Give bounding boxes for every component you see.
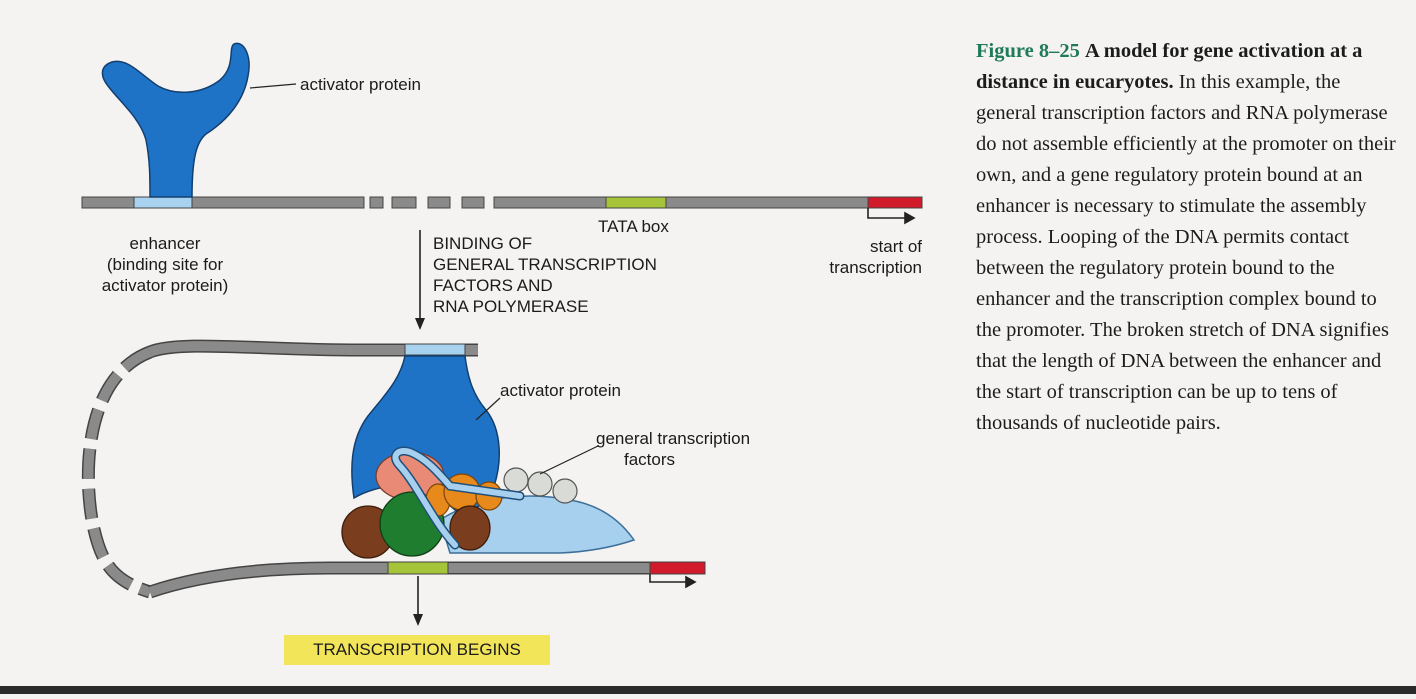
- label-tata-box: TATA box: [598, 217, 669, 236]
- tata-box-top: [605, 196, 667, 209]
- label-general-transcription-factors: general transcription factors: [596, 428, 750, 470]
- binding-line-3: FACTORS AND: [433, 276, 553, 295]
- diagram-canvas: [81, 42, 923, 626]
- label-binding-step: BINDING OF GENERAL TRANSCRIPTION FACTORS…: [433, 233, 657, 317]
- caption-body: In this example, the general transcripti…: [976, 71, 1396, 434]
- factor-brown-right: [449, 505, 491, 551]
- general-transcription-factors: [341, 446, 578, 559]
- start-line-1: start of: [870, 237, 922, 256]
- caption-title: A model for gene activation at a distanc…: [976, 40, 1363, 93]
- start-arrow-bottom: [649, 574, 697, 589]
- gene-activation-diagram: activator protein TATA box enhancer (bin…: [81, 42, 923, 665]
- label-activator-bottom: activator protein: [500, 381, 621, 400]
- transcription-begins-arrow: [413, 576, 423, 626]
- bottom-edge-bar: [0, 686, 1416, 694]
- tata-box-bottom: [387, 561, 449, 575]
- factor-gray-2: [527, 471, 553, 497]
- looped-dna-lower: [147, 561, 705, 599]
- binding-line-1: BINDING OF: [433, 234, 533, 253]
- factor-gray-3: [552, 478, 578, 504]
- figure-caption: Figure 8–25 A model for gene activation …: [976, 36, 1401, 439]
- gtf-leader: [539, 445, 599, 475]
- activator-bottom-leader: [475, 397, 501, 421]
- start-arrow-top: [867, 208, 916, 225]
- dna-loop-broken: [81, 345, 153, 599]
- label-enhancer: enhancer (binding site for activator pro…: [82, 233, 248, 296]
- looped-dna-upper: [147, 339, 478, 359]
- start-line-2: transcription: [829, 258, 922, 277]
- enhancer-line-2: (binding site for: [106, 255, 224, 274]
- label-start-of-transcription: start of transcription: [790, 236, 922, 278]
- transcription-begins-label: TRANSCRIPTION BEGINS: [313, 640, 521, 659]
- label-activator-top: activator protein: [300, 75, 421, 94]
- enhancer-line-3: activator protein): [101, 276, 229, 295]
- gtf-line-1: general transcription: [596, 429, 751, 448]
- binding-arrow: [415, 230, 425, 330]
- transcription-begins-box: TRANSCRIPTION BEGINS: [284, 635, 550, 665]
- caption-figure-number: Figure 8–25: [976, 40, 1080, 62]
- activator-protein-top: [101, 42, 250, 198]
- enhancer-site-bound: [404, 343, 466, 356]
- enhancer-site: [133, 196, 193, 209]
- factor-gray-1: [503, 467, 529, 493]
- binding-line-4: RNA POLYMERASE: [433, 297, 589, 316]
- start-site-top: [867, 196, 923, 209]
- gtf-line-2: factors: [624, 450, 676, 469]
- enhancer-line-1: enhancer: [129, 234, 201, 253]
- binding-line-2: GENERAL TRANSCRIPTION: [433, 255, 657, 274]
- top-dna-strand: [81, 196, 923, 209]
- start-site-bottom: [649, 561, 706, 575]
- activator-top-leader: [249, 83, 297, 89]
